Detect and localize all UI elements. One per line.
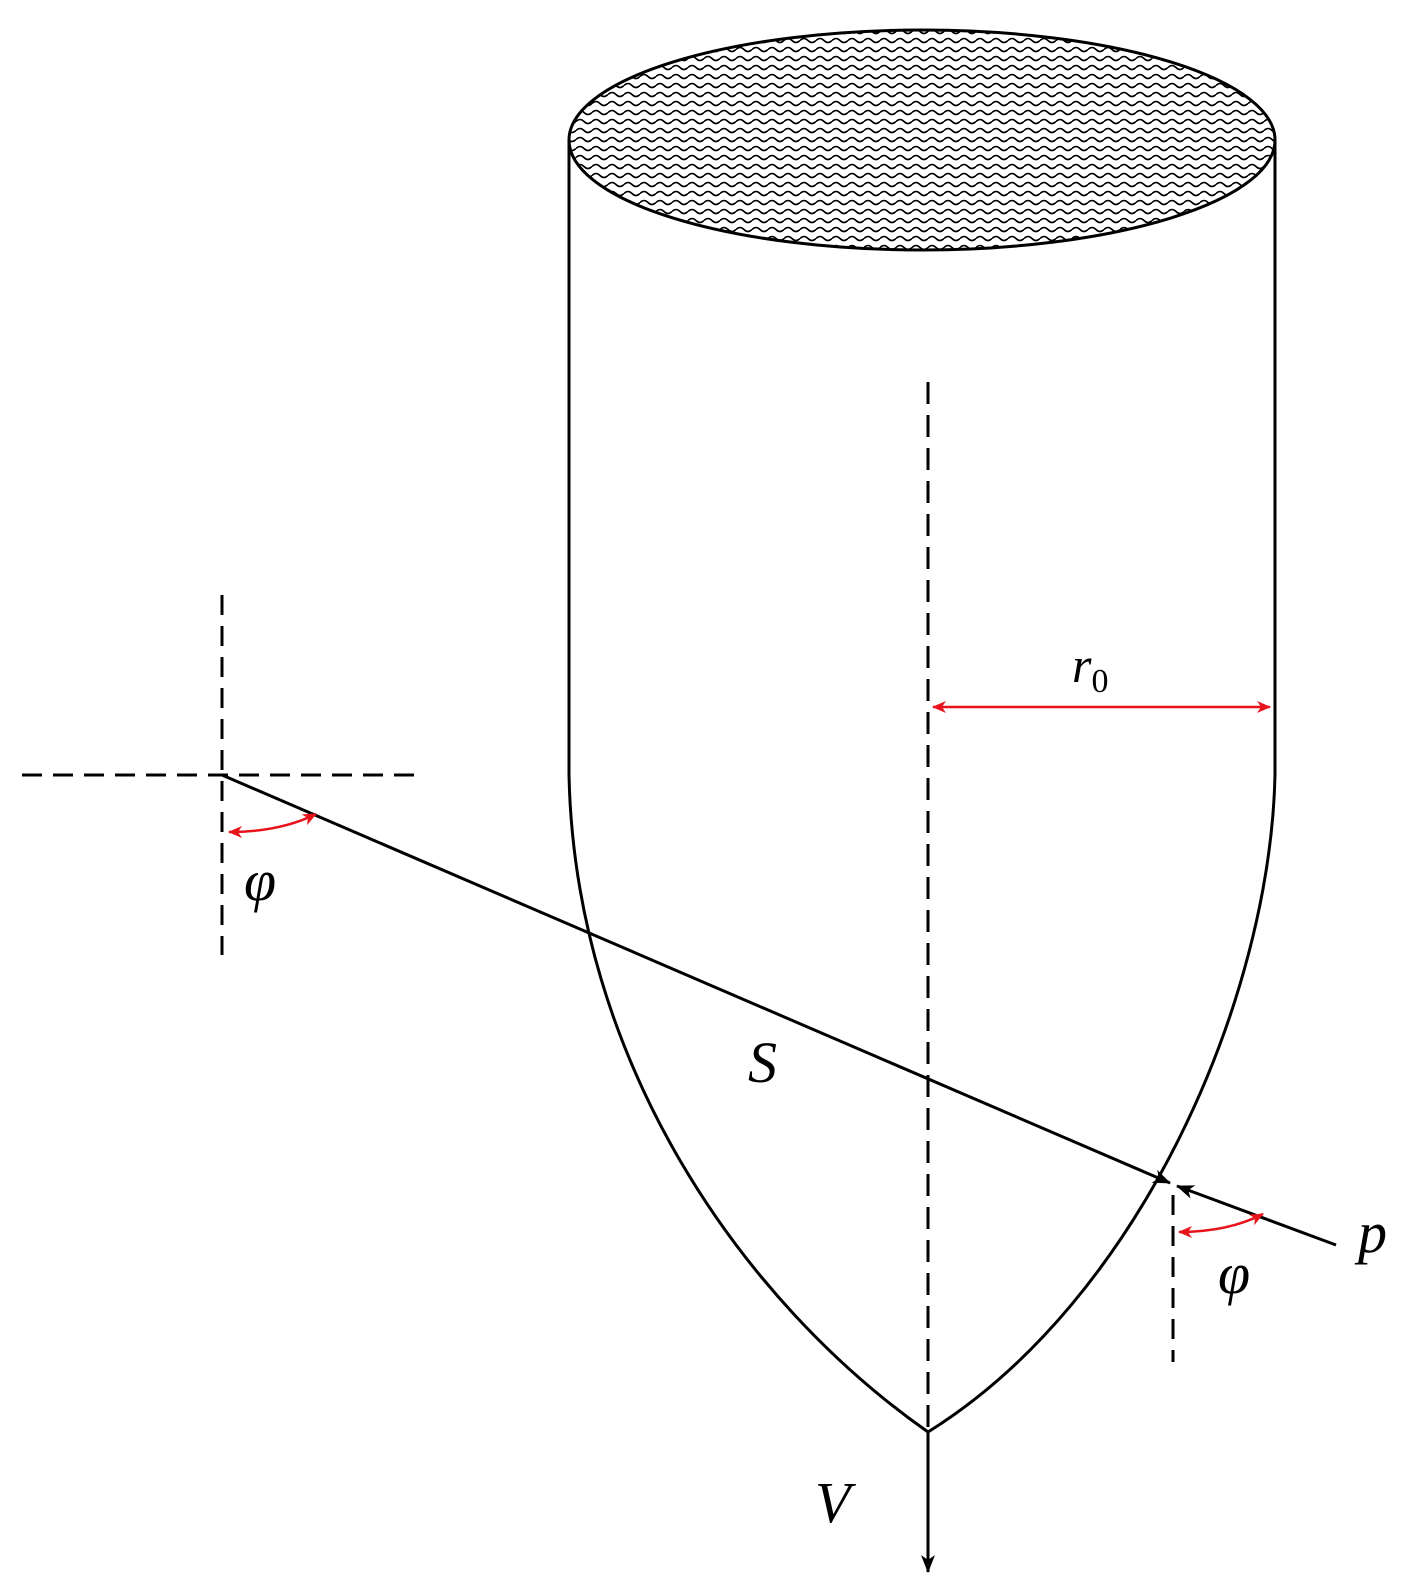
cylinder-top-face — [567, 28, 1277, 252]
angle-label-right: φ — [1218, 1241, 1250, 1306]
velocity-label: V — [815, 1470, 857, 1535]
ogive-nose-right — [927, 774, 1277, 1434]
angle-arc-left — [228, 812, 317, 838]
radius-label: r0 — [1072, 637, 1108, 700]
point-label: p — [1354, 1200, 1387, 1265]
angle-label-left: φ — [244, 848, 276, 913]
distance-label: S — [748, 1030, 777, 1095]
distance-line-s — [221, 773, 1171, 1185]
angle-arc-right — [1178, 1212, 1264, 1238]
line-to-p — [1176, 1184, 1337, 1247]
ogive-nose-left — [567, 774, 929, 1434]
